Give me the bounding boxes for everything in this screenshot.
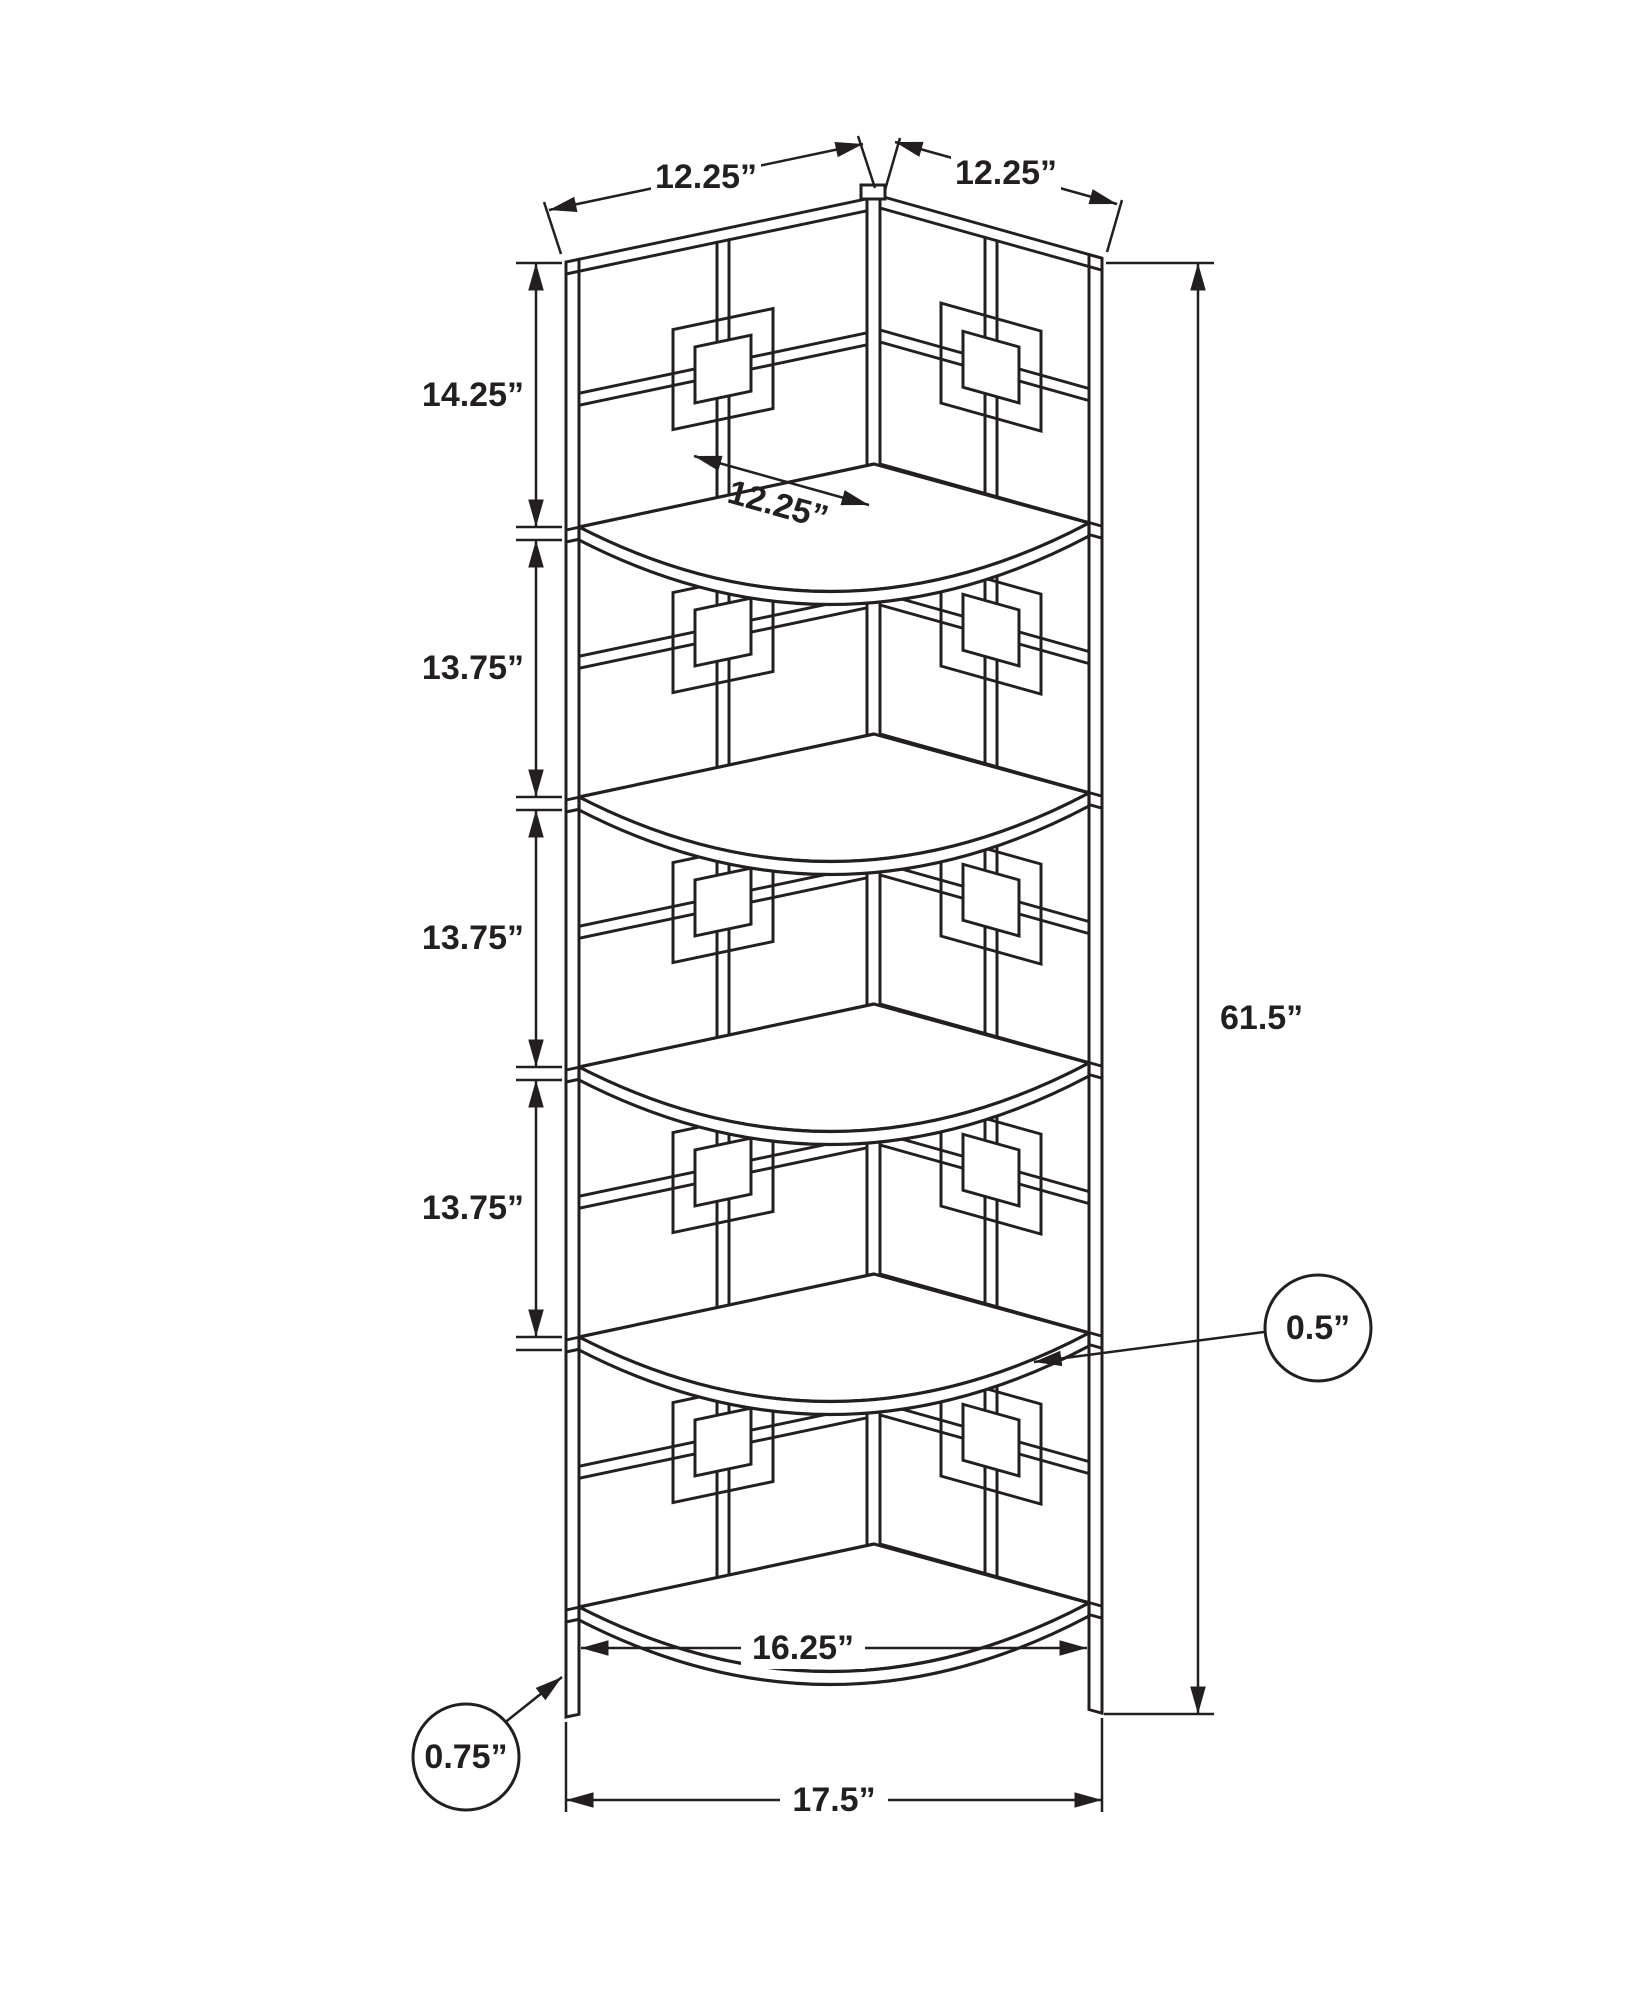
shelf-1 [577,462,1091,607]
dim-label-tier-1: 14.25” [422,376,524,414]
corner-post-cap [859,183,887,201]
dim-shelf-width: 16.25” [581,1627,1087,1669]
left-outer-post [564,257,581,1719]
dim-label-shelf-thickness: 0.5” [1286,1309,1350,1347]
dim-label-tier-2: 13.75” [422,649,524,687]
dim-top-left-panel-width: 12.25” [542,135,877,255]
corner-post [859,183,887,1653]
shelf-4 [577,1272,1091,1417]
shelf-3 [577,1002,1091,1147]
dim-label-frame-thickness: 0.75” [424,1738,507,1776]
callout-frame-thickness: 0.75” [411,1676,563,1812]
shelf-2 [577,732,1091,877]
dim-total-height: 61.5” [1104,261,1303,1716]
right-top-member [878,194,1104,273]
dim-base-width: 17.5” [564,1718,1104,1821]
dim-label-total-height: 61.5” [1220,999,1303,1037]
dim-label-tier-3: 13.75” [422,919,524,957]
dim-label-panel-left-width: 12.25” [655,158,757,196]
dim-top-right-panel-width: 12.25” [883,137,1124,253]
shelf-thickness-bubble [1263,1273,1373,1383]
dim-left-tier-chain: 14.25” 13.75” 13.75” 13.75” [422,261,562,1352]
dim-label-base-width: 17.5” [792,1781,875,1819]
left-top-member [564,194,882,276]
right-outer-post [1087,252,1104,1716]
callout-shelf-thickness: 0.5” [1033,1273,1373,1383]
dim-label-shelf-width: 16.25” [752,1629,854,1667]
dim-label-tier-4: 13.75” [422,1189,524,1227]
left-panel [564,194,882,1719]
right-panel [878,194,1104,1716]
frame-thickness-bubble [411,1702,521,1812]
dim-label-panel-right-width: 12.25” [955,154,1057,192]
